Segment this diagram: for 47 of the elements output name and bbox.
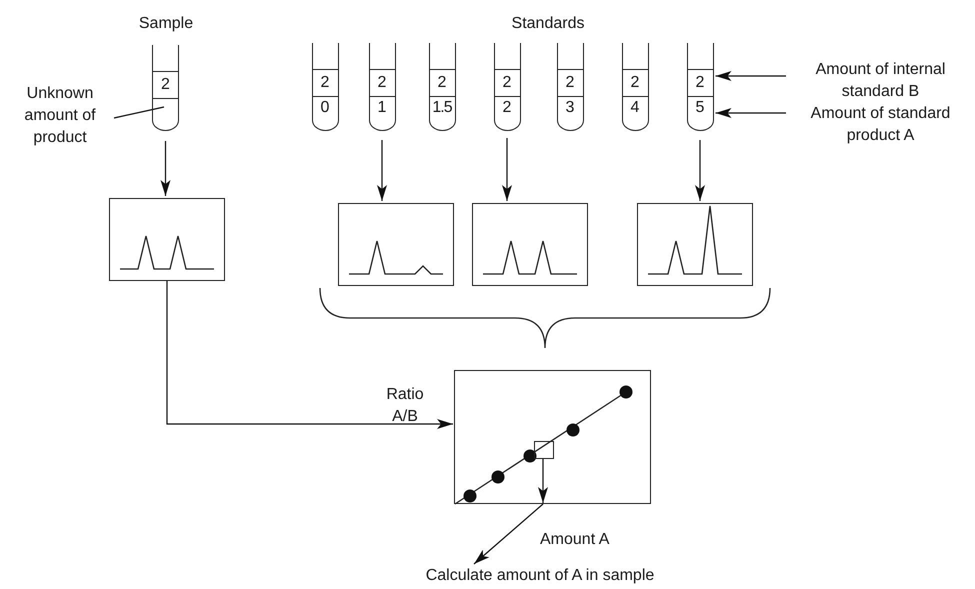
tube-value: 0 [320,100,330,116]
tube-value: 1 [378,100,386,116]
annotation-text: Unknown amount of product [23,84,97,148]
tube-value: 2 [378,75,386,91]
annotation-text: Amount of standard product A [810,104,952,146]
arrow [160,141,170,196]
tube-value: 2 [502,75,512,91]
test-tube [556,43,584,131]
tube-value: 2 [161,77,170,93]
chromatogram-chart-frame [109,198,225,281]
annotation-text: Calculate amount of A in sample [426,566,654,586]
tube-value: 2 [320,75,330,91]
arrow [716,108,786,118]
arrow [538,458,548,503]
tube-value: 2 [438,75,446,91]
test-tube [152,45,179,131]
edge-label: Amount A [540,530,610,550]
chromatogram-chart-frame [637,203,753,286]
tube-value: 2 [502,100,512,116]
arrow [474,504,544,564]
tube-value: 4 [630,100,640,116]
test-tube [686,43,714,131]
tube-value: 5 [696,100,704,116]
annotation-text: Amount of internal standard B [814,60,946,102]
leader-line [114,106,164,119]
text-label: Ratio A/B [385,385,425,427]
tube-value: 2 [566,75,574,91]
arrow [502,138,512,201]
tube-value: 1.5 [432,100,452,116]
test-tube [368,43,396,131]
tube-value: 2 [696,75,704,91]
calibration-graph [454,370,651,504]
tube-value: 3 [566,100,574,116]
test-tube [622,43,648,131]
arrow [166,281,453,429]
arrow [716,71,786,81]
test-tube [494,43,520,131]
reading-marker [534,441,554,459]
arrow [695,140,705,201]
test-tube [312,43,338,131]
tube-caption: Sample [138,14,194,34]
test-tube [428,43,456,131]
chromatogram-chart-frame [338,203,454,286]
tube-value: 2 [630,75,640,91]
arrow [377,140,387,201]
chromatogram-chart-frame [472,203,588,286]
text-label: Standards [512,14,584,34]
